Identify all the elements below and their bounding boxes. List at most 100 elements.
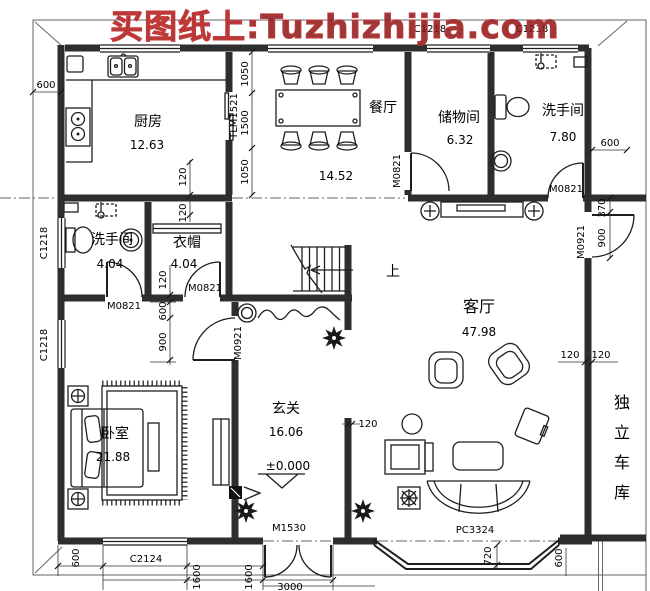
nightstand-top [67,385,89,407]
bath-lower-door [106,261,143,298]
svg-text:独: 独 [614,393,630,412]
living-area: 47.98 [462,325,496,339]
bottom-window-label: C2124 [130,554,162,565]
washing-machine [119,228,143,252]
bath-upper-area: 7.80 [550,130,577,144]
bedroom-furniture [67,380,230,510]
svg-text:立: 立 [614,423,630,442]
svg-text:车: 车 [614,453,630,472]
garage-label: 独 立 车 库 [614,393,630,502]
storage-window [427,44,490,53]
armchair-a [428,351,464,389]
left-window-1 [57,218,66,268]
console-decor [237,303,351,355]
bath-lower-fixtures [63,202,143,254]
bay-window-label: PC3324 [456,525,494,536]
dim-120b: 120 [591,350,610,361]
entry-double-door [264,544,332,578]
cloak-label: 衣帽 [173,235,201,251]
dim-entry-120: 120 [358,419,377,430]
bed [70,408,144,488]
cloak-wardrobe [152,223,222,234]
storage-area: 6.32 [447,133,474,147]
accent-chair [514,407,550,445]
curved-sofa [426,480,531,514]
single-sofa [384,439,434,475]
dining-label: 餐厅 [369,100,397,116]
watermark: 买图纸上:Tuzhizhijia.com [110,7,560,46]
centerlines [0,197,558,542]
dim-1500: 1500 [240,110,251,135]
dim-kitchen-120: 120 [178,167,189,186]
cloak-area: 4.04 [171,257,198,271]
speaker-right [524,201,544,221]
dim-1050a: 1050 [240,61,251,86]
bath-upper-fixtures [490,53,588,172]
toilet [494,94,530,120]
bay-window [373,539,560,570]
dim-1600b: 1600 [244,564,255,589]
labels: 厨房 12.63 餐厅 14.52 储物间 6.32 洗手间 7.80 洗手间 … [36,24,630,591]
dim-120a: 120 [560,350,579,361]
kitchen-window [100,44,180,53]
garage-door-label: M0921 [576,225,587,259]
dim-3000: 3000 [277,582,302,591]
dim-wash-120: 120 [178,203,189,222]
bath-window [523,44,578,53]
stair-up-label: 上 [386,264,400,280]
storage-door-label: M0821 [392,154,403,188]
dim-bay-600: 600 [554,548,565,567]
rug [101,380,188,506]
bedroom-door-label: M0921 [233,326,244,360]
dim-1600a: 1600 [192,564,203,589]
entry-area: 16.06 [269,425,303,439]
dim-right-600: 600 [600,138,619,149]
entry-decor [229,473,380,528]
living-furniture [384,201,550,514]
svg-text:库: 库 [614,483,630,502]
kitchen-sink [107,53,139,78]
side-lamp [401,413,423,435]
living-label: 客厅 [463,297,495,316]
entry-door-label: M1530 [272,523,306,534]
cloak-door-label: M0821 [188,283,222,294]
bottom-window [103,537,187,546]
dim-corr-120: 120 [158,270,169,289]
stair-up-arrow [310,265,353,275]
dining-table-set [275,65,361,151]
dining-area: 14.52 [319,169,353,183]
dim-900: 900 [597,228,608,247]
left-window-2-label: C1218 [39,329,50,361]
dim-bed-600: 600 [158,301,169,320]
section-mark [229,486,262,501]
bedroom-area: 21.88 [96,450,130,464]
kitchen-area: 12.63 [130,138,164,152]
basin [490,150,512,172]
dim-1050b: 1050 [240,159,251,184]
kitchen-sliding-door [224,92,234,141]
kitchen-stove [65,107,91,147]
plant-stand [397,486,421,510]
tv-unit [420,201,544,221]
bedroom-door [192,317,236,361]
water-heater-icon [95,202,117,219]
windows [57,44,578,546]
dim-720: 720 [483,546,494,565]
armchair-b [488,342,530,386]
eave-outline [32,19,647,591]
bedroom-label: 卧室 [101,425,129,442]
left-window-2 [57,320,66,368]
bath-lower-label: 洗手间 [91,232,133,248]
dining-chairs [280,65,358,151]
level-mark [258,473,305,489]
top-window-2-label: C1218 [516,24,548,35]
basin [65,226,94,254]
dimension-lines [29,48,631,590]
water-heater-icon [535,53,557,70]
wardrobe [212,418,230,486]
bath-upper-label: 洗手间 [542,103,584,119]
kitchen-fixtures [65,53,226,163]
stairs [290,244,353,294]
doors [106,152,635,578]
